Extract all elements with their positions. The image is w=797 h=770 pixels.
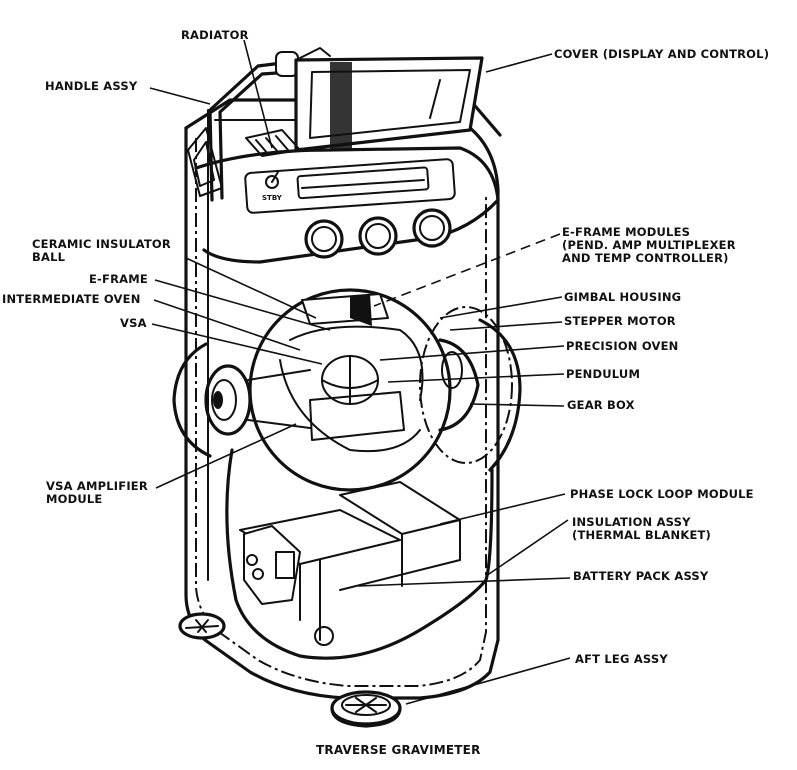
label-stepper-motor: STEPPER MOTOR — [564, 314, 676, 328]
leader-battery-pack — [357, 577, 571, 587]
leader-aft-leg — [405, 657, 571, 705]
figure-caption: TRAVERSE GRAVIMETER — [316, 743, 481, 757]
leader-stepper-motor — [449, 321, 563, 331]
label-insulation-assy: INSULATION ASSY (THERMAL BLANKET) — [572, 515, 711, 542]
stby-switch — [265, 175, 279, 189]
label-gimbal-housing: GIMBAL HOUSING — [564, 290, 682, 304]
leader-gear-box — [469, 403, 565, 407]
leader-gimbal-housing — [439, 296, 563, 319]
label-battery-pack-assy: BATTERY PACK ASSY — [573, 569, 709, 583]
left-bearing — [172, 342, 311, 458]
label-cover: COVER (DISPLAY AND CONTROL) — [554, 47, 770, 61]
leader-insulation — [485, 519, 569, 577]
label-radiator: RADIATOR — [181, 28, 249, 42]
leader-radiator — [243, 39, 273, 149]
panel-button-1 — [304, 219, 344, 259]
label-ceramic-insulator-ball: CERAMIC INSULATOR BALL — [32, 237, 171, 264]
leader-handle — [149, 87, 211, 105]
leader-vsa — [151, 323, 323, 365]
leader-phase-lock-loop — [439, 493, 566, 525]
label-phase-lock-loop-module: PHASE LOCK LOOP MODULE — [570, 487, 754, 501]
phase-lock-loop-module — [339, 481, 461, 587]
leader-precision-oven — [379, 345, 565, 361]
vsa-amplifier-module — [243, 525, 301, 605]
leader-ceramic-ball — [185, 257, 317, 319]
front-leg — [178, 612, 226, 640]
right-ring — [478, 318, 522, 472]
label-e-frame-modules: E-FRAME MODULES (PEND. AMP MULTIPLEXER A… — [562, 225, 736, 265]
control-panel: STBY — [194, 146, 500, 264]
leader-vsa-amplifier — [155, 423, 297, 489]
leader-e-frame — [154, 279, 331, 331]
aft-leg — [330, 690, 402, 728]
label-vsa-amplifier-module: VSA AMPLIFIER MODULE — [46, 479, 148, 506]
label-precision-oven: PRECISION OVEN — [566, 339, 679, 353]
cover-display — [294, 47, 484, 152]
panel-button-3 — [412, 208, 452, 248]
stepper-motor — [441, 351, 463, 389]
leader-intermediate-oven — [153, 299, 301, 351]
label-aft-leg-assy: AFT LEG ASSY — [575, 652, 668, 666]
label-intermediate-oven: INTERMEDIATE OVEN — [2, 292, 141, 306]
label-handle-assy: HANDLE ASSY — [45, 79, 138, 93]
handle-assy — [187, 51, 299, 202]
leader-e-frame-modules — [373, 233, 561, 307]
leader-cover — [485, 53, 553, 73]
label-pendulum: PENDULUM — [566, 367, 641, 381]
panel-button-2 — [358, 216, 398, 256]
leader-lines — [149, 39, 571, 705]
stby-label: STBY — [262, 194, 283, 202]
leader-pendulum — [387, 373, 565, 383]
label-vsa: VSA — [120, 316, 147, 330]
label-e-frame: E-FRAME — [89, 272, 148, 286]
pendulum-assembly — [279, 325, 424, 453]
label-gear-box: GEAR BOX — [567, 398, 635, 412]
e-frame-modules — [301, 293, 389, 326]
